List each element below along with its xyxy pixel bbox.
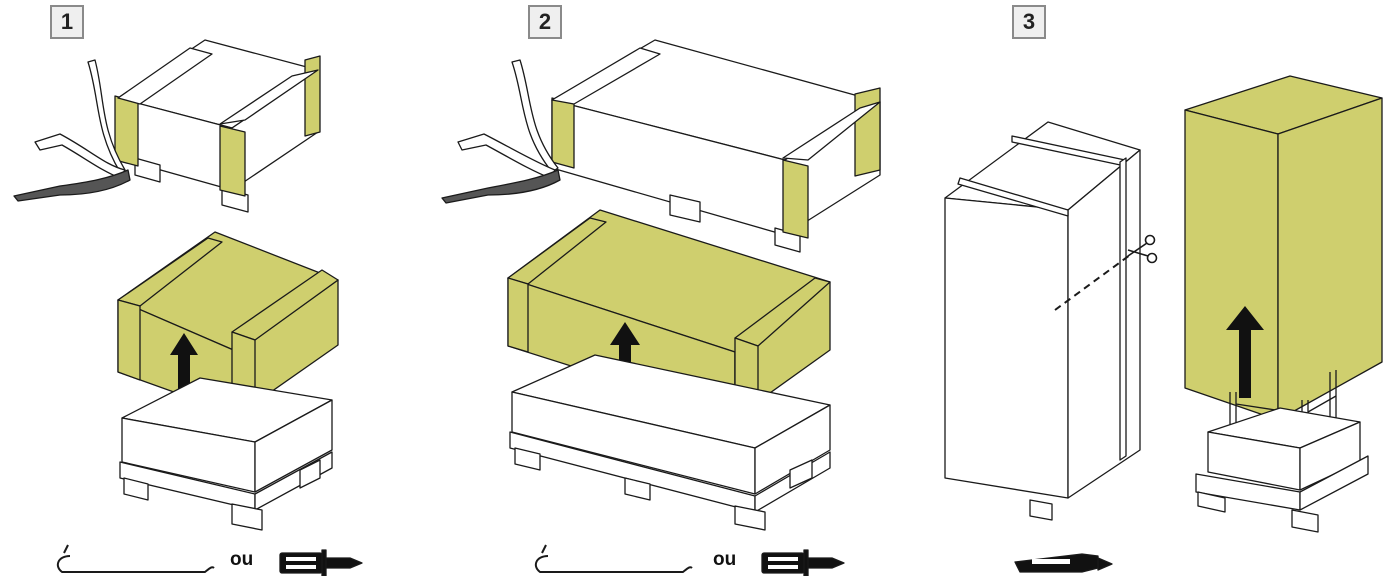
step-1-badge: 1 [50,5,84,39]
scissors-icon [1127,234,1158,264]
crowbar-icon [13,59,131,202]
step-1-crowbar-tool [56,544,215,573]
step-2-top-crate [551,39,881,253]
step-2-crowbar-tool [534,544,693,573]
step-3-wrapped-cabinet [944,121,1141,521]
screwdriver-icon [761,549,845,576]
crowbar-icon [441,59,561,204]
step-1-yellow-lid [117,231,339,416]
step-3-badge: 3 [1012,5,1046,39]
step-3-lifted-cover [1184,75,1383,421]
step-1-tools-connector: ou [230,549,254,570]
step-2-tools-connector: ou [713,549,737,570]
step-2-base-pallet [509,354,831,531]
step-2-badge: 2 [528,5,562,39]
step-1-top-crate [114,39,321,213]
step-1-base-pallet [119,377,333,531]
step-3-base-pallet [1195,407,1369,533]
utility-knife-icon [1014,553,1113,573]
screwdriver-icon [279,549,363,576]
